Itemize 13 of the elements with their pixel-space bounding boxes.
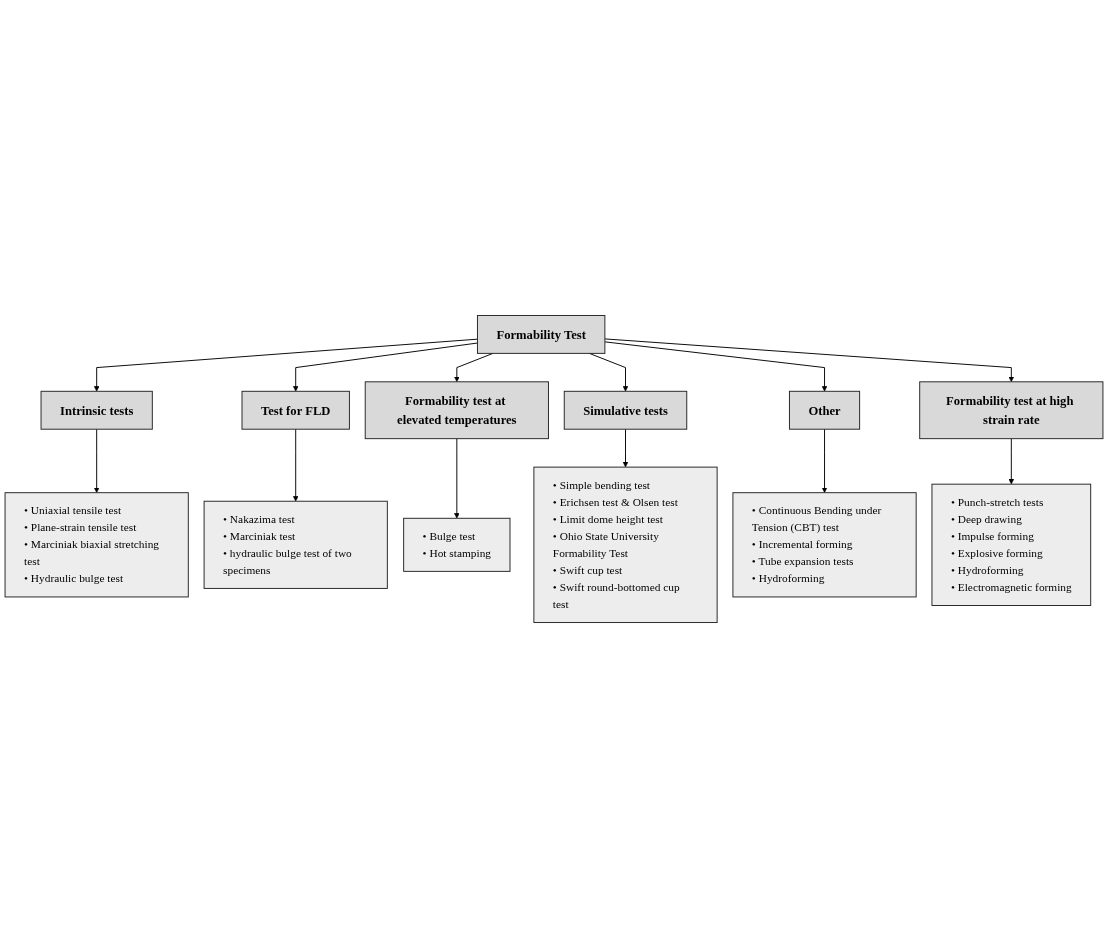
node-box: Other bbox=[788, 390, 861, 430]
node-box: • Nakazima test • Marciniak test • hydraulic bulge test of two specimens bbox=[203, 500, 388, 589]
node-box: • Continuous Bending under Tension (CBT) test • Incremental forming • Tube expansion tests • Hydroforming bbox=[732, 492, 917, 598]
node-box: Formability test at elevated temperatures bbox=[364, 381, 549, 440]
node-box: Intrinsic tests bbox=[40, 390, 153, 430]
node-box: • Punch-stretch tests • Deep drawing • Impulse forming • Explosive forming • Hydroforming • Electromagnetic forming bbox=[931, 483, 1092, 606]
node-box: Test for FLD bbox=[241, 390, 350, 430]
node-box: Simulative tests bbox=[563, 390, 688, 430]
node-box: Formability Test bbox=[476, 315, 606, 354]
node-box: • Simple bending test • Erichsen test & Olsen test • Limit dome height test • Ohio State University Formability Test • Swift cup test • Swift round-bottomed cup test bbox=[533, 466, 718, 623]
node-box: Formability test at high strain rate bbox=[919, 381, 1104, 440]
node-box: • Bulge test • Hot stamping bbox=[403, 517, 511, 572]
node-box: • Uniaxial tensile test • Plane-strain tensile test • Marciniak biaxial stretching test • Hydraulic bulge test bbox=[4, 492, 189, 598]
